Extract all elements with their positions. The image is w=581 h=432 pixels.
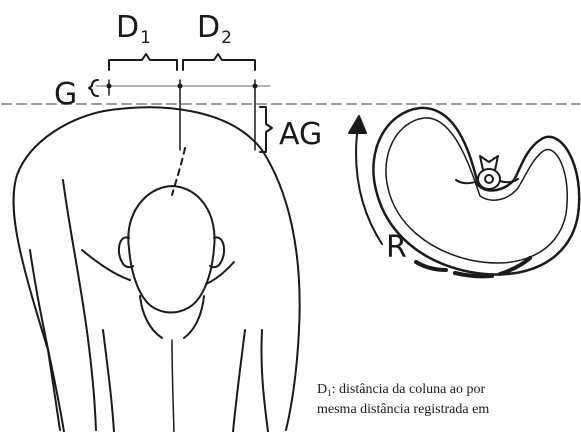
vertebra-spinous-process bbox=[480, 156, 498, 170]
label-d1-index: 1 bbox=[140, 28, 151, 48]
spine-line bbox=[172, 340, 174, 432]
guide-dot-right bbox=[253, 84, 258, 89]
caption-line-2: mesma distância registrada em bbox=[317, 400, 581, 420]
torso-back-outline bbox=[13, 111, 104, 430]
left-arm-inner bbox=[63, 180, 96, 430]
guide-dot-left bbox=[107, 84, 112, 89]
caption-line-1: D1: distância da coluna ao por bbox=[317, 380, 581, 400]
label-d2-index: 2 bbox=[221, 28, 232, 48]
caption-symbol: D bbox=[317, 382, 327, 397]
left-arm-edge bbox=[30, 250, 64, 432]
bracket-d1 bbox=[109, 54, 177, 70]
trunk-right bbox=[233, 330, 245, 432]
figure-caption: D1: distância da coluna ao por mesma dis… bbox=[317, 380, 581, 420]
bracket-ag bbox=[260, 107, 272, 152]
right-arm-inner bbox=[261, 330, 268, 432]
caption-symbol-subscript: 1 bbox=[327, 388, 332, 398]
bracket-g bbox=[89, 80, 98, 96]
neck-left bbox=[140, 296, 162, 338]
shoulder-outline bbox=[104, 107, 300, 430]
vertebra-transverse-right bbox=[500, 179, 518, 182]
vertebra-body bbox=[478, 169, 500, 189]
guide-dot-mid bbox=[178, 84, 183, 89]
label-d2: D2 bbox=[197, 13, 232, 43]
bracket-d2 bbox=[183, 54, 255, 70]
head-outline bbox=[128, 186, 214, 313]
label-g: G bbox=[54, 80, 77, 110]
vertebral-canal bbox=[485, 175, 493, 183]
rotation-arrowhead bbox=[349, 116, 366, 133]
label-d2-letter: D bbox=[197, 10, 220, 45]
trunk-left bbox=[103, 330, 114, 432]
caption-line-1-text: : distância da coluna ao por bbox=[332, 382, 486, 397]
label-r: R bbox=[386, 233, 407, 263]
label-ag: AG bbox=[279, 120, 322, 150]
label-d1: D1 bbox=[116, 13, 151, 43]
label-d1-letter: D bbox=[116, 10, 139, 45]
